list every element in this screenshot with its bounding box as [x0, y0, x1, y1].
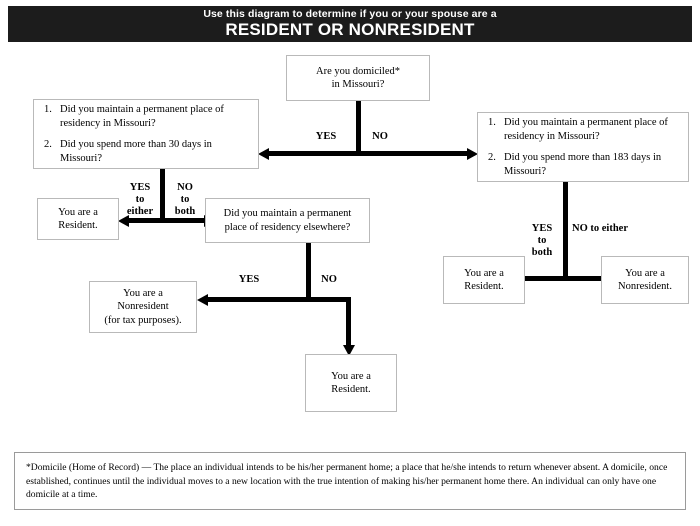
edge-label-yes-to-both: YES to both [531, 223, 553, 258]
node-right-resident-text: You are a Resident. [464, 267, 504, 293]
connector-top-split-bar [269, 151, 467, 156]
node-bottom-resident: You are a Resident. [305, 354, 397, 412]
header-title: RESIDENT OR NONRESIDENT [225, 20, 475, 39]
connector-left-stem [160, 169, 165, 222]
edge-label-yes-to-either: YES to either [126, 182, 154, 217]
list-item: 2. Did you spend more than 183 days in M… [488, 151, 680, 178]
edge-label-mid-yes: YES [238, 274, 260, 285]
edge-label-top-no: NO [372, 131, 388, 142]
list-item: 2. Did you spend more than 30 days in Mi… [44, 138, 250, 165]
node-right-resident: You are a Resident. [443, 256, 525, 304]
connector-mid-no-drop [346, 297, 351, 345]
connector-start-stem [356, 101, 361, 155]
left-question-1-text: Did you maintain a permanent place of re… [60, 104, 224, 129]
left-questions-list: 1. Did you maintain a permanent place of… [44, 103, 250, 165]
connector-elsewhere-stem [306, 243, 311, 301]
node-are-you-domiciled-text: Are you domiciled* in Missouri? [316, 65, 400, 91]
edge-label-top-yes: YES [315, 131, 337, 142]
node-right-questions: 1. Did you maintain a permanent place of… [477, 112, 689, 182]
node-right-nonresident: You are a Nonresident. [601, 256, 689, 304]
left-question-2-number: 2. [44, 139, 52, 150]
node-nonresident-tax: You are a Nonresident (for tax purposes)… [89, 281, 197, 333]
node-elsewhere-question-text: Did you maintain a permanent place of re… [223, 208, 352, 233]
connector-left-split-bar [129, 218, 204, 223]
node-left-resident-text: You are a Resident. [58, 206, 98, 232]
node-bottom-resident-text: You are a Resident. [331, 370, 371, 396]
left-question-2-text: Did you spend more than 30 days in Misso… [60, 139, 212, 164]
node-nonresident-tax-text: You are a Nonresident (for tax purposes)… [104, 287, 182, 326]
edge-label-no-to-both: NO to both [174, 182, 196, 217]
left-question-1-number: 1. [44, 104, 52, 115]
header-banner: Use this diagram to determine if you or … [8, 6, 692, 42]
right-question-1-text: Did you maintain a permanent place of re… [504, 117, 668, 142]
list-item: 1. Did you maintain a permanent place of… [488, 116, 680, 143]
right-question-1-number: 1. [488, 117, 496, 128]
edge-label-mid-no: NO [321, 274, 337, 285]
header-subtitle: Use this diagram to determine if you or … [203, 8, 497, 20]
connector-right-stem [563, 182, 568, 280]
arrow-mid-no [342, 345, 355, 356]
edge-label-no-to-either: NO to either [572, 223, 628, 234]
node-left-questions: 1. Did you maintain a permanent place of… [33, 99, 259, 169]
arrow-top-yes-left [258, 147, 269, 160]
connector-right-split-bar [521, 276, 618, 281]
connector-mid-no-line [306, 297, 351, 302]
right-question-2-text: Did you spend more than 183 days in Miss… [504, 152, 662, 177]
footnote-domicile: *Domicile (Home of Record) — The place a… [14, 452, 686, 510]
node-are-you-domiciled: Are you domiciled* in Missouri? [286, 55, 430, 101]
right-questions-list: 1. Did you maintain a permanent place of… [488, 116, 680, 178]
node-elsewhere-question: Did you maintain a permanent place of re… [205, 198, 370, 243]
arrow-top-no-right [467, 147, 478, 160]
node-left-resident: You are a Resident. [37, 198, 119, 240]
arrow-mid-yes [197, 293, 208, 306]
node-right-nonresident-text: You are a Nonresident. [618, 267, 672, 293]
right-question-2-number: 2. [488, 152, 496, 163]
connector-mid-yes-line [208, 297, 309, 302]
arrow-left-yes-either [118, 214, 129, 227]
list-item: 1. Did you maintain a permanent place of… [44, 103, 250, 130]
